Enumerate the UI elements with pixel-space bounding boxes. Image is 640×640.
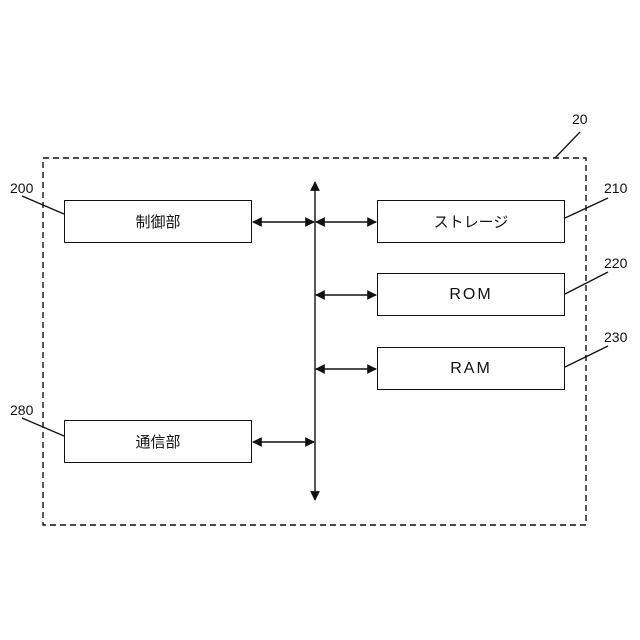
control-unit-block: 制御部	[64, 200, 252, 243]
ref-communication: 280	[10, 403, 33, 417]
leader-20	[555, 132, 580, 158]
rom-label: ROM	[449, 286, 492, 304]
ref-control-unit: 200	[10, 181, 33, 195]
ram-block: RAM	[377, 347, 565, 390]
storage-label: ストレージ	[434, 211, 509, 232]
communication-unit-block: 通信部	[64, 420, 252, 463]
storage-block: ストレージ	[377, 200, 565, 243]
ref-device: 20	[572, 112, 588, 126]
control-unit-label: 制御部	[135, 211, 180, 232]
leader-200	[22, 196, 64, 214]
ref-storage: 210	[604, 181, 627, 195]
rom-block: ROM	[377, 273, 565, 316]
ram-label: RAM	[450, 360, 492, 378]
ref-ram: 230	[604, 330, 627, 344]
communication-unit-label: 通信部	[135, 431, 180, 452]
ref-rom: 220	[604, 256, 627, 270]
